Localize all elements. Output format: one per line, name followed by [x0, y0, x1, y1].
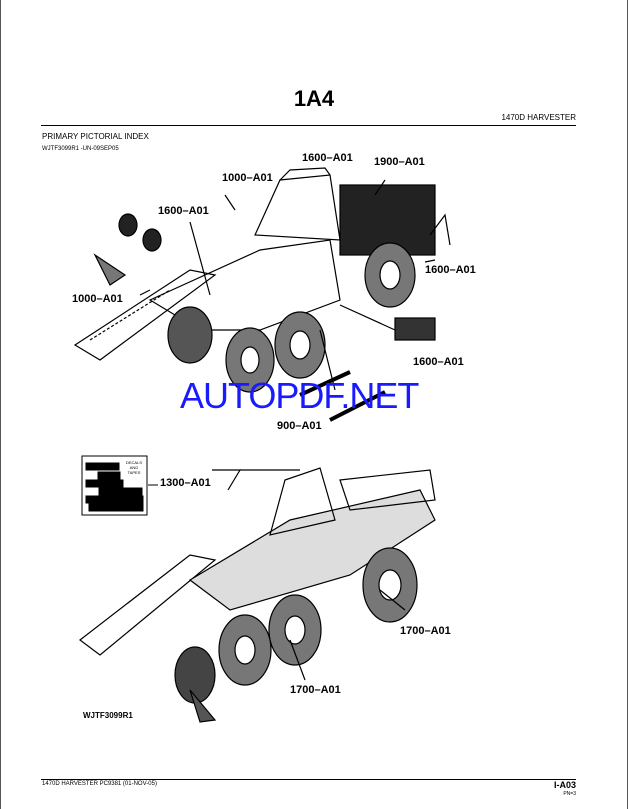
callout-1300-a01: 1300–A01	[160, 477, 211, 489]
bottom-harvester-drawing	[79, 467, 436, 723]
decal-box	[81, 455, 158, 516]
page-pn: PN=3	[563, 791, 576, 797]
watermark: AUTOPDF.NET	[180, 375, 419, 416]
callout-1700-a01: 1700–A01	[290, 684, 341, 696]
figure-id: WJTF3099R1	[83, 711, 133, 720]
section-title: PRIMARY PICTORIAL INDEX	[42, 132, 149, 141]
callout-1600-a01: 1600–A01	[158, 205, 209, 217]
callout-900-a01: 900–A01	[277, 420, 322, 432]
top-harvester-drawing	[73, 167, 451, 422]
page-number: I-A03	[553, 780, 576, 790]
callout-1000-a01: 1000–A01	[222, 172, 273, 184]
footer-rule	[41, 779, 576, 780]
decal-box-text: DECALS AND TAPES	[125, 460, 142, 475]
callout-1600-a01: 1600–A01	[413, 356, 464, 368]
section-code: 1A4	[293, 86, 335, 111]
callout-1000-a01: 1000–A01	[72, 293, 123, 305]
callout-1700-a01: 1700–A01	[400, 625, 451, 637]
callout-1900-a01: 1900–A01	[374, 156, 425, 168]
callout-1600-a01: 1600–A01	[302, 152, 353, 164]
figure-reference: WJTF3099R1 -UN-09SEP05	[42, 146, 119, 152]
callout-1600-a01: 1600–A01	[425, 264, 476, 276]
header-rule	[41, 125, 576, 126]
product-name: 1470D HARVESTER	[501, 113, 576, 122]
footer-text: 1470D HARVESTER PC9381 (01-NOV-05)	[42, 781, 157, 787]
